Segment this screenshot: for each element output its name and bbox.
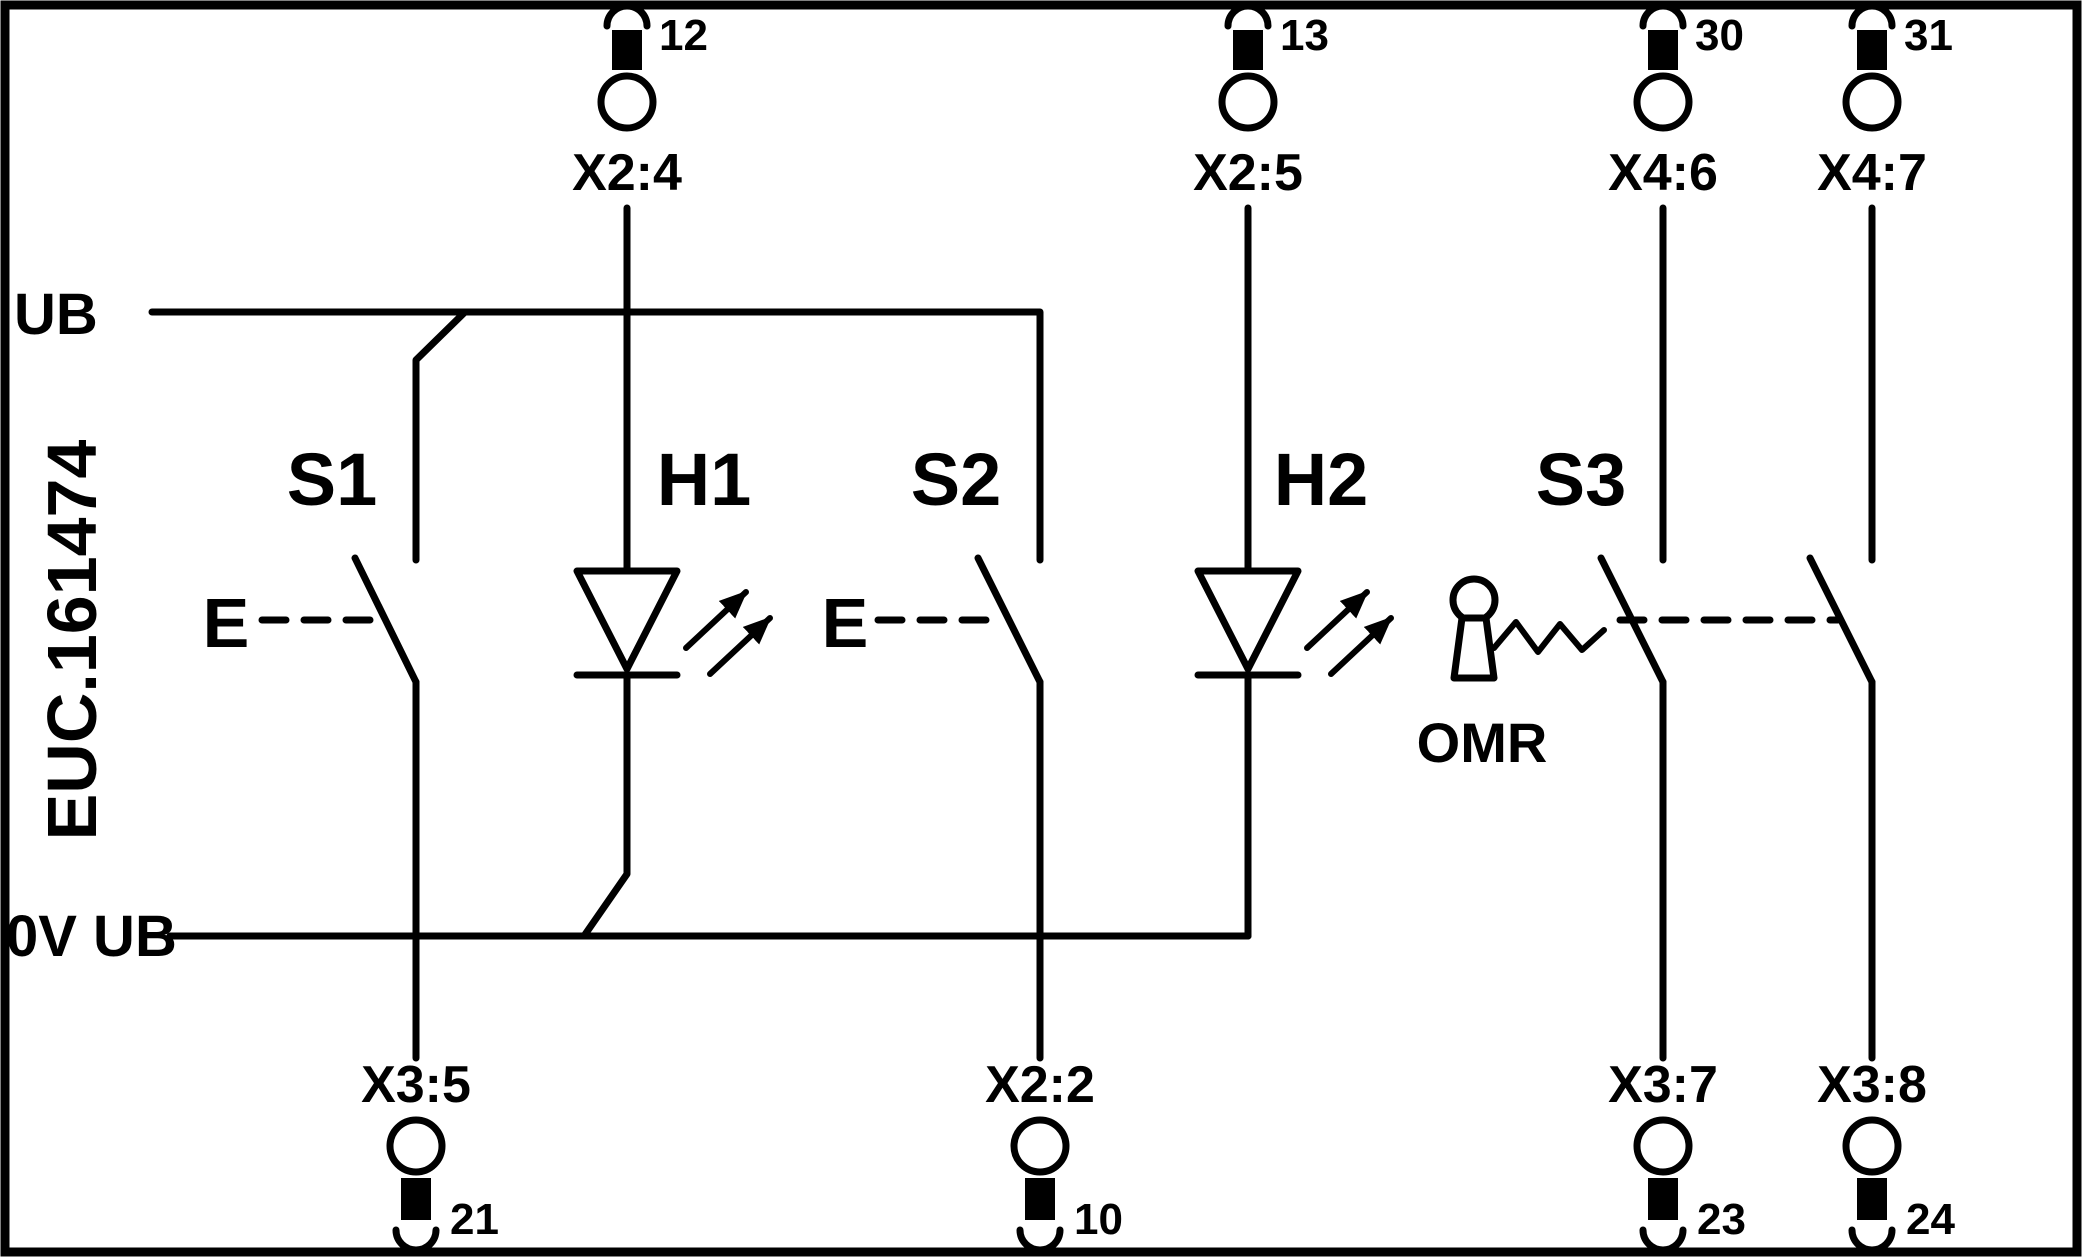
terminal-label: X4:6 bbox=[1608, 144, 1718, 202]
wire-marker-icon bbox=[1233, 30, 1263, 70]
terminal-x2-5-top: 13 X2:5 bbox=[1193, 2, 1329, 202]
switch-s3: S3 OMR bbox=[1417, 204, 1876, 1062]
zero-v-bus-label: 0V UB bbox=[6, 904, 177, 969]
connector-hook-icon bbox=[1016, 1226, 1064, 1254]
key-body-icon bbox=[1450, 614, 1498, 682]
led-emission-arrows-icon bbox=[683, 589, 773, 677]
connector-hook-icon bbox=[1224, 2, 1272, 30]
switch-blade bbox=[351, 554, 420, 686]
actuator-e-label: E bbox=[203, 584, 250, 662]
terminal-x3-7-bottom: X3:7 23 bbox=[1608, 1056, 1746, 1254]
component-label-s3: S3 bbox=[1536, 438, 1627, 521]
led-arrow-icon bbox=[1304, 589, 1370, 651]
wire-marker-icon bbox=[1025, 1178, 1055, 1220]
component-label-h2: H2 bbox=[1274, 438, 1369, 521]
connector-hook-icon bbox=[1639, 1226, 1687, 1254]
connector-hook-icon bbox=[1848, 2, 1896, 30]
led-emission-arrows-icon bbox=[1304, 589, 1394, 677]
connector-hook-icon bbox=[1639, 2, 1687, 30]
component-label-h1: H1 bbox=[657, 438, 752, 521]
terminal-label: X3:7 bbox=[1608, 1056, 1718, 1114]
wire-marker-icon bbox=[1857, 30, 1887, 70]
wire-marker-icon bbox=[401, 1178, 431, 1220]
connector-hook-icon bbox=[392, 1226, 440, 1254]
connector-hook-icon bbox=[1848, 1226, 1896, 1254]
led-arrow-icon bbox=[1328, 615, 1394, 677]
terminal-x2-2-bottom: X2:2 10 bbox=[985, 1056, 1123, 1254]
terminal-label: X2:4 bbox=[572, 144, 682, 202]
terminal-circle bbox=[1010, 1116, 1070, 1176]
terminal-label: X3:8 bbox=[1817, 1056, 1927, 1114]
wire-number: 10 bbox=[1074, 1195, 1123, 1244]
terminal-circle bbox=[597, 72, 657, 132]
switch-s2: S2 E bbox=[822, 438, 1044, 1062]
terminal-circle bbox=[1633, 1116, 1693, 1176]
led-h1: H1 bbox=[573, 204, 773, 940]
wire-number: 12 bbox=[659, 11, 708, 60]
terminal-label: X3:5 bbox=[361, 1056, 471, 1114]
switch-s1: S1 E bbox=[203, 438, 420, 1062]
wire-number: 24 bbox=[1906, 1195, 1955, 1244]
wire-number: 23 bbox=[1697, 1195, 1746, 1244]
terminal-x3-5-bottom: X3:5 21 bbox=[361, 1056, 499, 1254]
terminal-circle bbox=[1633, 72, 1693, 132]
terminal-label: X2:5 bbox=[1193, 144, 1303, 202]
terminal-circle bbox=[1842, 1116, 1902, 1176]
ub-branch-to-s1 bbox=[412, 308, 469, 564]
led-h2: H2 bbox=[1194, 204, 1394, 940]
terminal-x4-6-top: 30 X4:6 bbox=[1608, 2, 1744, 202]
terminal-circle bbox=[1842, 72, 1902, 132]
wire-marker-icon bbox=[612, 30, 642, 70]
terminal-x2-4-top: 12 X2:4 bbox=[572, 2, 708, 202]
wire-number: 30 bbox=[1695, 11, 1744, 60]
component-label-s1: S1 bbox=[287, 438, 378, 521]
wire-h1-to-0v bbox=[580, 671, 631, 940]
led-triangle-icon bbox=[1194, 567, 1302, 673]
component-label-s2: S2 bbox=[911, 438, 1002, 521]
wire-marker-icon bbox=[1648, 1178, 1678, 1220]
key-actuator-omr-icon bbox=[1449, 575, 1607, 682]
wire-marker-icon bbox=[1648, 30, 1678, 70]
wire-number: 13 bbox=[1280, 11, 1329, 60]
connector-hook-icon bbox=[603, 2, 651, 30]
led-arrow-icon bbox=[707, 615, 773, 677]
terminal-circle bbox=[386, 1116, 446, 1176]
switch-blade bbox=[1806, 554, 1876, 686]
switch-blade bbox=[974, 554, 1044, 686]
wire-marker-icon bbox=[1857, 1178, 1887, 1220]
side-part-number: EUC.161474 bbox=[33, 440, 111, 841]
mechanical-squiggle-link bbox=[1491, 619, 1607, 655]
led-arrow-icon bbox=[683, 589, 749, 651]
wire-number: 31 bbox=[1904, 11, 1953, 60]
terminal-label: X2:2 bbox=[985, 1056, 1095, 1114]
terminal-x4-7-top: 31 X4:7 bbox=[1817, 2, 1953, 202]
actuator-e-label: E bbox=[822, 584, 869, 662]
wire-number: 21 bbox=[450, 1195, 499, 1244]
terminal-label: X4:7 bbox=[1817, 144, 1927, 202]
terminal-circle bbox=[1218, 72, 1278, 132]
ub-bus-line bbox=[148, 308, 1044, 564]
ub-bus-label: UB bbox=[14, 282, 98, 347]
omr-label: OMR bbox=[1417, 711, 1548, 774]
led-triangle-icon bbox=[573, 567, 681, 673]
terminal-x3-8-bottom: X3:8 24 bbox=[1817, 1056, 1955, 1254]
